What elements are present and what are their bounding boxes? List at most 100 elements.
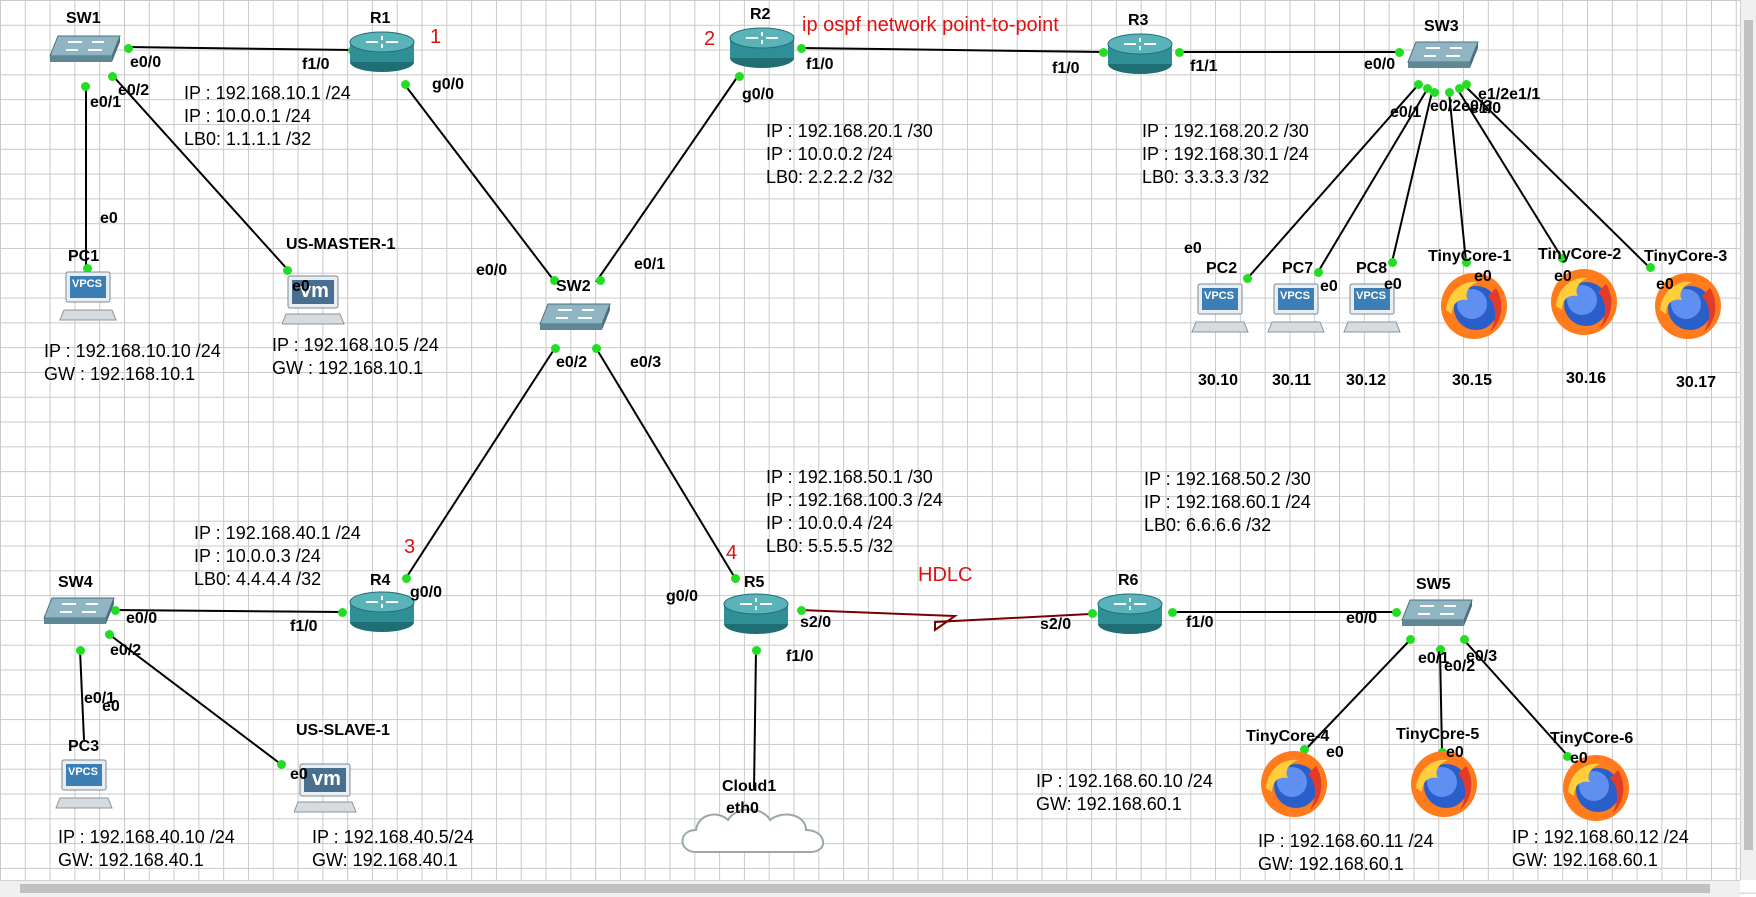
- port-label: e0/3: [1466, 648, 1498, 665]
- router-r1[interactable]: [348, 28, 416, 74]
- host-tinycore-5[interactable]: [1408, 748, 1480, 820]
- port-dot: [1430, 88, 1439, 97]
- link-sw4-pc3[interactable]: [79, 649, 85, 741]
- vpcs-icon: [55, 759, 113, 809]
- port-label: e1/2e1/1: [1478, 86, 1541, 103]
- ospf-note: ip ospf network point-to-point: [802, 14, 1059, 36]
- cloud-cloud1[interactable]: [674, 800, 834, 862]
- link-r2-r3[interactable]: [799, 47, 1105, 53]
- device-label-r3: R3: [1128, 12, 1149, 29]
- device-label-pc1: PC1: [68, 248, 100, 265]
- pc-pc3[interactable]: VPCS: [54, 758, 114, 816]
- scrollbar-thumb[interactable]: [20, 884, 1710, 893]
- vpcs-badge: VPCS: [68, 766, 98, 778]
- scrollbar-thumb[interactable]: [1744, 20, 1753, 850]
- router-icon: [1107, 33, 1173, 74]
- host-address-label: 30.12: [1346, 372, 1387, 389]
- link-sw5-tc4[interactable]: [1304, 639, 1411, 751]
- host-tinycore-1[interactable]: [1438, 270, 1510, 342]
- router-number-1: 1: [430, 26, 442, 48]
- host-address-label: 30.15: [1452, 372, 1493, 389]
- cloud-icon: [681, 808, 824, 853]
- device-label-us-master-1: US-MASTER-1: [286, 236, 396, 253]
- host-tinycore-3[interactable]: [1652, 270, 1724, 342]
- ip-note-r4: IP : 192.168.40.1 /24 IP : 10.0.0.3 /24 …: [194, 523, 361, 589]
- port-label: e0: [292, 278, 310, 295]
- link-r5-r6-serial[interactable]: [799, 609, 1091, 632]
- device-label-tinycore-1: TinyCore-1: [1428, 248, 1512, 265]
- port-label: s2/0: [1040, 616, 1072, 633]
- pc-pc1[interactable]: VPCS: [58, 270, 118, 328]
- switch-sw4[interactable]: [42, 596, 116, 626]
- switch-sw1[interactable]: [48, 34, 122, 64]
- router-r6[interactable]: [1096, 590, 1164, 636]
- port-dot: [1388, 258, 1397, 267]
- port-label: e0/2: [556, 354, 588, 371]
- pc-pc2[interactable]: VPCS: [1190, 282, 1250, 340]
- router-number-2: 2: [704, 28, 716, 50]
- port-dot: [277, 760, 286, 769]
- switch-icon: [1407, 41, 1479, 68]
- port-label: e0/1: [1418, 650, 1450, 667]
- link-sw3-pc8[interactable]: [1391, 91, 1433, 263]
- link-sw2-r5[interactable]: [595, 347, 736, 579]
- port-dot: [592, 344, 601, 353]
- pc-pc7[interactable]: VPCS: [1266, 282, 1326, 340]
- port-dot: [83, 264, 92, 273]
- link-sw5-tc6[interactable]: [1463, 639, 1569, 757]
- port-label: g0/0: [432, 76, 465, 93]
- switch-sw3[interactable]: [1406, 40, 1480, 70]
- port-dot: [1243, 274, 1252, 283]
- host-tinycore-2[interactable]: [1548, 266, 1620, 338]
- port-label: e0: [1570, 750, 1588, 767]
- port-dot: [338, 608, 347, 617]
- link-r1-sw2[interactable]: [404, 84, 556, 283]
- port-label: e0: [1184, 240, 1202, 257]
- vm-us-master-1[interactable]: vm: [281, 274, 346, 328]
- device-label-r4: R4: [370, 572, 391, 589]
- port-label: e0: [1474, 268, 1492, 285]
- switch-icon: [539, 303, 611, 330]
- link-sw4-usslave[interactable]: [109, 634, 283, 766]
- vpcs-icon: [1191, 283, 1249, 333]
- link-sw1-usmaster[interactable]: [112, 75, 289, 271]
- link-sw4-r4[interactable]: [114, 609, 343, 613]
- link-sw1-r1[interactable]: [126, 46, 353, 51]
- host-tinycore-4[interactable]: [1258, 748, 1330, 820]
- port-label: e0: [1554, 268, 1572, 285]
- port-dot: [797, 606, 806, 615]
- horizontal-scrollbar[interactable]: [0, 880, 1740, 897]
- firefox-icon: [1655, 273, 1721, 339]
- link-sw5-tc5[interactable]: [1439, 649, 1443, 753]
- vm-us-slave-1[interactable]: vm: [293, 762, 358, 816]
- vertical-scrollbar[interactable]: [1740, 0, 1756, 880]
- switch-sw5[interactable]: [1400, 598, 1474, 628]
- vpcs-icon: [59, 271, 117, 321]
- link-sw2-r4[interactable]: [405, 347, 556, 579]
- ip-note-tinycore-4: IP : 192.168.60.10 /24 GW: 192.168.60.1: [1036, 771, 1213, 814]
- link-sw3-pc2[interactable]: [1245, 84, 1419, 281]
- host-tinycore-6[interactable]: [1560, 752, 1632, 824]
- switch-sw2[interactable]: [538, 302, 612, 332]
- host-address-label: 30.16: [1566, 370, 1607, 387]
- link-sw3-tc1[interactable]: [1448, 91, 1467, 263]
- router-r4[interactable]: [348, 588, 416, 634]
- link-r2-sw2[interactable]: [595, 75, 739, 283]
- vpcs-badge: VPCS: [1204, 290, 1234, 302]
- device-label-tinycore-2: TinyCore-2: [1538, 246, 1622, 263]
- link-sw3-tc2[interactable]: [1457, 89, 1563, 259]
- device-label-r5: R5: [744, 574, 765, 591]
- link-sw3-tc3[interactable]: [1464, 85, 1651, 269]
- pc-pc8[interactable]: VPCS: [1342, 282, 1402, 340]
- port-label: e0/0: [1346, 610, 1378, 627]
- router-r3[interactable]: [1106, 30, 1174, 76]
- link-r5-cloud[interactable]: [753, 649, 757, 791]
- router-r2[interactable]: [728, 24, 796, 70]
- host-address-label: 30.11: [1272, 372, 1312, 389]
- router-r5[interactable]: [722, 590, 790, 636]
- link-sw3-pc7[interactable]: [1317, 87, 1429, 273]
- hdlc-note: HDLC: [918, 564, 973, 586]
- port-label: s2/0: [800, 614, 832, 631]
